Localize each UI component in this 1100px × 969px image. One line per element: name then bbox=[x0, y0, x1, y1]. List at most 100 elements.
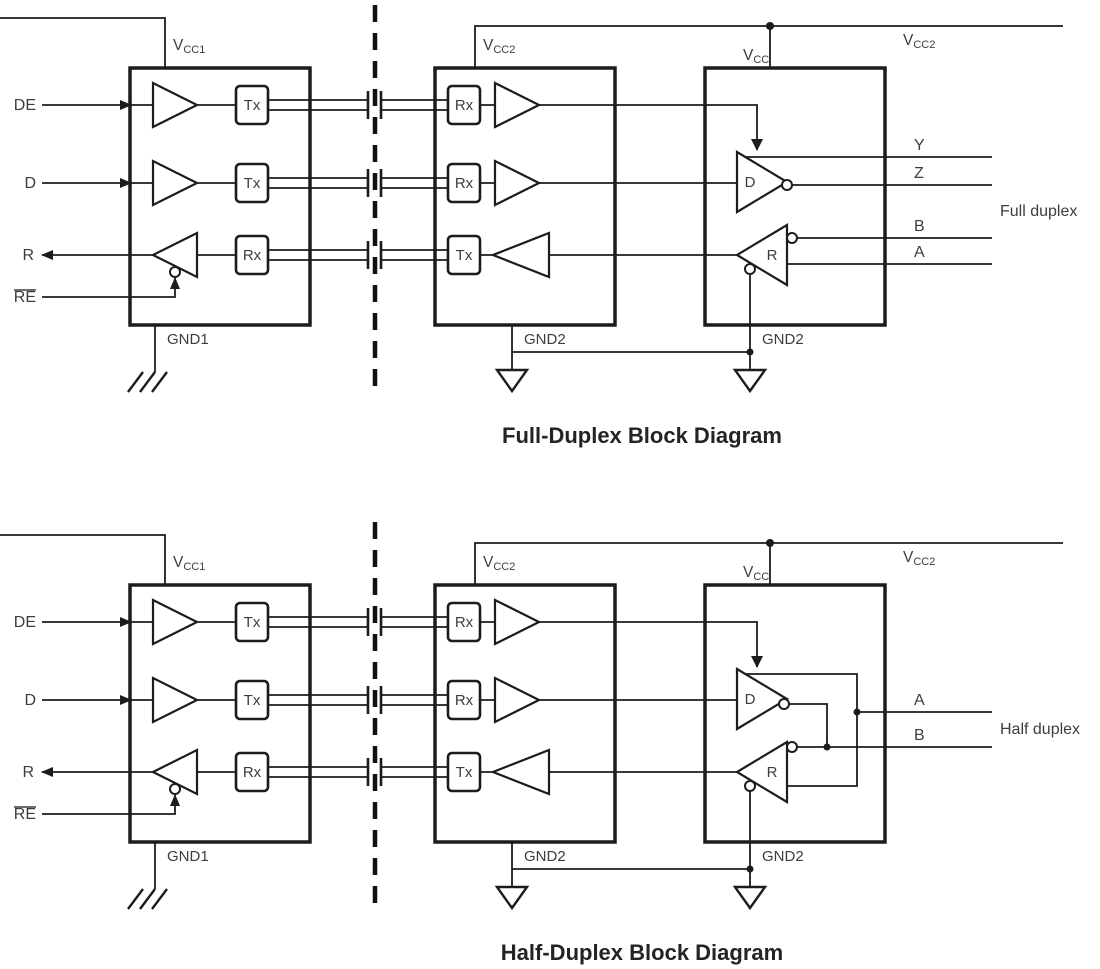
mode-label: Half duplex bbox=[1000, 721, 1080, 738]
arrowheads bbox=[41, 100, 763, 289]
a-pin-label: A bbox=[914, 692, 925, 709]
tx2-box-label: Tx bbox=[244, 175, 261, 192]
wires bbox=[0, 17, 1063, 372]
diagram-title: Full-Duplex Block Diagram bbox=[502, 423, 782, 448]
iso-capacitor-bars bbox=[366, 608, 383, 786]
half-duplex-diagram: VCC1 VCC2 VCC2 VCC DE D R RE GND1 GND2 G… bbox=[0, 522, 1080, 965]
b-inversion-bubble bbox=[786, 232, 798, 244]
r-pin-label: R bbox=[22, 764, 34, 781]
receiver-triangle bbox=[734, 740, 789, 804]
buffer-triangles bbox=[150, 598, 790, 804]
vcc1-label: VCC1 bbox=[173, 37, 205, 56]
wires bbox=[0, 534, 1063, 889]
tx3-box-label: Tx bbox=[456, 764, 473, 781]
b-pin-label: B bbox=[914, 218, 925, 235]
d-buffer-triangle bbox=[151, 159, 200, 207]
vcc2-rail-wire bbox=[474, 25, 1063, 68]
buffer-to-box-wires bbox=[197, 104, 236, 256]
a-pin-label: A bbox=[914, 244, 925, 261]
driver-label: D bbox=[745, 691, 756, 708]
rail-junction-dot bbox=[766, 22, 774, 30]
gnd2-right-label: GND2 bbox=[762, 848, 804, 865]
vcc1-feed-wire bbox=[0, 17, 166, 68]
receiver-enable-bubble bbox=[744, 780, 756, 792]
tx2-box-label: Tx bbox=[244, 692, 261, 709]
z-inversion-bubble bbox=[778, 698, 790, 710]
d-pin-label: D bbox=[24, 692, 36, 709]
receiver-triangle bbox=[734, 223, 789, 287]
de-buffer-triangle bbox=[151, 598, 200, 646]
vcc2-rail-label: VCC2 bbox=[903, 549, 935, 568]
rx1-box-label: Rx bbox=[455, 97, 474, 114]
de-arrow bbox=[120, 617, 132, 627]
tx-buffer-triangle bbox=[489, 748, 551, 796]
vcc2-label: VCC2 bbox=[483, 37, 515, 56]
channel-boxes bbox=[234, 84, 482, 276]
vcc1-label: VCC1 bbox=[173, 554, 205, 573]
re-enable-bubble bbox=[169, 783, 181, 795]
vcc2-rail-label: VCC2 bbox=[903, 32, 935, 51]
z-inversion-bubble bbox=[781, 179, 793, 191]
signal-ground-symbol-right bbox=[732, 368, 768, 394]
rx2-buffer-triangle bbox=[493, 676, 542, 724]
gnd1-label: GND1 bbox=[167, 848, 209, 865]
z-pin-label: Z bbox=[914, 165, 924, 182]
iso-channel-wires bbox=[268, 616, 448, 778]
vcc2-rail-wire bbox=[474, 542, 1063, 585]
re-arrow bbox=[170, 277, 180, 289]
rx1-buffer-triangle bbox=[493, 81, 542, 129]
d-pin-label: D bbox=[24, 175, 36, 192]
re-pin-label: RE bbox=[14, 289, 36, 306]
mid-box-to-buffer-wires bbox=[480, 621, 495, 773]
b-pin-label: B bbox=[914, 727, 925, 744]
vcc-label: VCC bbox=[743, 47, 769, 66]
gnd2-right-label: GND2 bbox=[762, 331, 804, 348]
tx1-box-label: Tx bbox=[244, 614, 261, 631]
d-arrow bbox=[120, 695, 132, 705]
rx2-box-label: Rx bbox=[455, 692, 474, 709]
a-junction-dot bbox=[853, 708, 861, 716]
full-duplex-diagram: VCC1 VCC2 VCC2 VCC DE D R RE GND1 GND2 G… bbox=[0, 5, 1077, 448]
rx3-box-label: Rx bbox=[243, 247, 262, 264]
isolation-side-block bbox=[433, 66, 617, 327]
bus-side-block bbox=[703, 66, 887, 327]
driver-label: D bbox=[745, 174, 756, 191]
signal-ground-symbol-right bbox=[732, 885, 768, 911]
gnd1-label: GND1 bbox=[167, 331, 209, 348]
tx-buffer-triangle bbox=[489, 231, 551, 279]
rx2-buffer-triangle bbox=[493, 159, 542, 207]
d-buffer-triangle bbox=[151, 676, 200, 724]
re-pin-label: RE bbox=[14, 806, 36, 823]
y-pin-label: Y bbox=[914, 137, 925, 154]
gnd2-mid-label: GND2 bbox=[524, 331, 566, 348]
mode-label: Full duplex bbox=[1000, 203, 1077, 220]
driver-enable-wire bbox=[539, 104, 758, 150]
driver-y-loop-wire bbox=[745, 673, 858, 787]
re-input-wire bbox=[42, 795, 176, 815]
rx1-box-label: Rx bbox=[455, 614, 474, 631]
rail-junction-dot bbox=[766, 539, 774, 547]
b-junction-dot bbox=[823, 743, 831, 751]
vcc-label: VCC bbox=[743, 564, 769, 583]
r-pin-label: R bbox=[22, 247, 34, 264]
r-arrow bbox=[41, 250, 53, 260]
signal-ground-symbol-mid bbox=[494, 885, 530, 911]
earth-ground-symbol bbox=[127, 888, 168, 910]
gnd2-mid-label: GND2 bbox=[524, 848, 566, 865]
earth-ground-symbol bbox=[127, 371, 168, 393]
driver-enable-wire bbox=[539, 621, 758, 667]
r-arrow bbox=[41, 767, 53, 777]
driver-enable-arrow bbox=[751, 139, 763, 151]
de-arrow bbox=[120, 100, 132, 110]
digital-side-block bbox=[128, 583, 312, 844]
driver-z-loop-wire bbox=[789, 703, 828, 747]
receiver-label: R bbox=[767, 764, 778, 781]
iso-channel-wires bbox=[268, 99, 448, 261]
re-input-wire bbox=[42, 278, 176, 298]
receiver-enable-bubble bbox=[744, 263, 756, 275]
b-inversion-bubble bbox=[786, 741, 798, 753]
vcc2-label: VCC2 bbox=[483, 554, 515, 573]
rx2-box-label: Rx bbox=[455, 175, 474, 192]
